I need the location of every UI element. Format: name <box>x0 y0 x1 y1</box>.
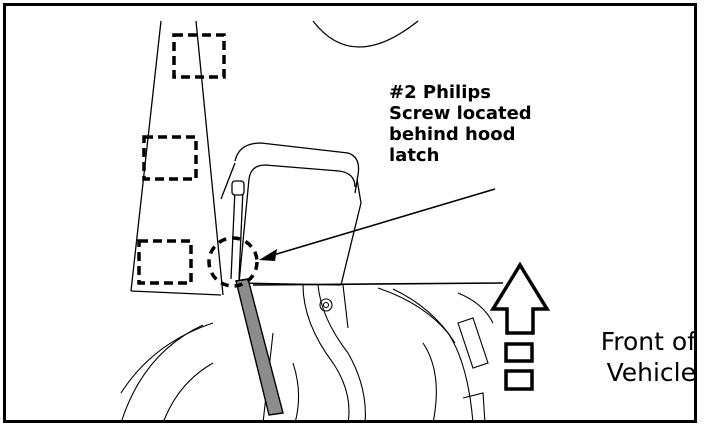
front-of-vehicle-label: Front of Vehicle <box>556 326 696 388</box>
mounting-point-middle <box>144 137 196 179</box>
upper-curve <box>313 21 418 47</box>
mounting-point-lower <box>139 241 191 283</box>
hood-edge-line <box>253 283 503 285</box>
screw-callout-label: #2 Philips Screw located behind hood lat… <box>389 82 589 166</box>
fender-pillar <box>131 21 223 295</box>
callout-line-3: behind hood <box>389 124 589 145</box>
engine-components <box>121 285 493 423</box>
callout-leader <box>259 189 495 261</box>
callout-line-1: #2 Philips <box>389 82 589 103</box>
latch-rod <box>231 181 244 279</box>
front-label-line-1: Front of <box>556 326 696 357</box>
mounting-point-markers <box>139 35 224 283</box>
diagram-frame: #2 Philips Screw located behind hood lat… <box>3 3 697 423</box>
screwdriver <box>236 279 283 415</box>
front-label-line-2: Vehicle <box>556 357 696 388</box>
callout-line-4: latch <box>389 145 589 166</box>
callout-line-2: Screw located <box>389 103 589 124</box>
